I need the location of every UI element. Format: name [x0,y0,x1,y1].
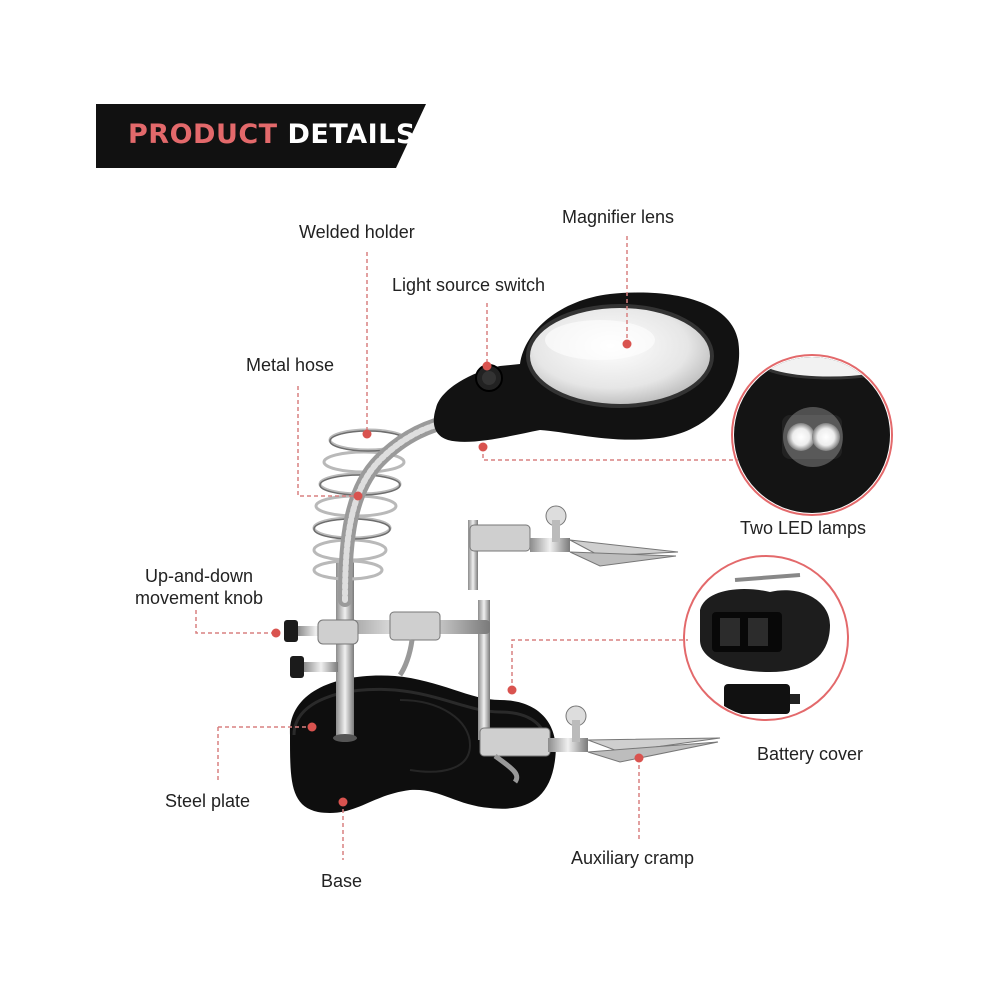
header-title: PRODUCT DETAILS [128,118,416,152]
header-banner [96,104,426,168]
label-metal-hose: Metal hose [246,355,335,375]
header-word-product: PRODUCT [128,119,278,150]
label-welded-holder: Welded holder [299,222,415,242]
led-detail-inset [731,354,893,516]
label-movement-knob-line1: Up-and-down [144,566,254,586]
label-magnifier-lens: Magnifier lens [562,207,675,227]
metal-hose [338,413,462,607]
label-movement-knob-line2: movement knob [134,588,264,608]
header-word-details: DETAILS [287,119,416,150]
magnifier-head [433,292,740,442]
label-two-led-lamps: Two LED lamps [740,518,867,538]
label-movement-knob: Up-and-down movement knob [124,565,274,609]
label-steel-plate: Steel plate [165,791,251,811]
adjustment-knobs [284,619,359,678]
callout-dots [271,339,644,807]
label-base: Base [321,871,363,891]
battery-detail-inset [683,555,849,721]
label-light-source-switch: Light source switch [392,275,546,295]
leader-lines [195,236,738,860]
label-auxiliary-cramp: Auxiliary cramp [571,848,695,868]
helping-hands [330,505,721,784]
label-battery-cover: Battery cover [757,744,864,764]
